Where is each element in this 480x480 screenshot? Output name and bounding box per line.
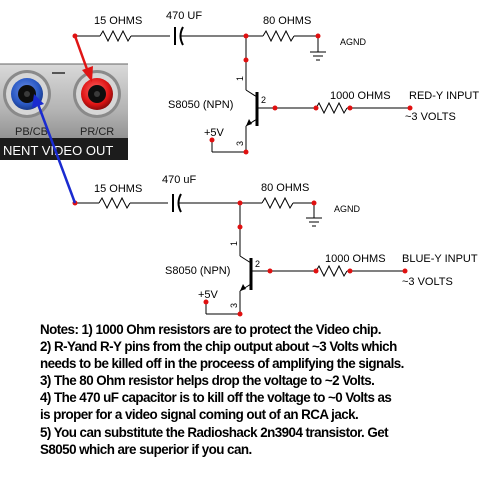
bottom-input-voltage: ~3 VOLTS xyxy=(402,276,453,288)
component-video-connector-panel: NENT VIDEO OUT PB/CB PR/CR xyxy=(0,63,128,160)
pb-cb-label: PB/CB xyxy=(15,126,48,138)
notes-block: Notes: 1) 1000 Ohm resistors are to prot… xyxy=(40,321,480,458)
notes-line: S8050 which are superior if you can. xyxy=(40,441,252,457)
bottom-input-label: BLUE-Y INPUT xyxy=(402,253,478,265)
circuit-schematic: 15 OHMS 470 UF 80 OHMS AGND 1000 OHMS S8… xyxy=(0,10,479,317)
notes-line: 5) You can substitute the Radioshack 2n3… xyxy=(40,424,389,440)
jack-connection-wires xyxy=(32,35,93,204)
bottom-pin3-label: 3 xyxy=(229,303,239,308)
notes-line: needs to be killed off in the proceess o… xyxy=(40,356,404,372)
pr-cr-jack xyxy=(73,70,121,118)
top-input-label: RED-Y INPUT xyxy=(409,90,479,102)
bottom-circuit: 15 OHMS 470 uF 80 OHMS AGND 1000 OHMS S8… xyxy=(72,174,478,317)
bottom-pin1-label: 1 xyxy=(229,241,239,246)
top-ground-label: AGND xyxy=(340,37,367,47)
top-resistor-out-label: 1000 OHMS xyxy=(330,90,391,102)
bottom-supply-label: +5V xyxy=(198,289,219,301)
bottom-resistor-drop-label: 80 OHMS xyxy=(261,182,309,194)
bottom-resistor-in-label: 15 OHMS xyxy=(94,183,142,195)
bottom-transistor-label: S8050 (NPN) xyxy=(165,265,230,277)
top-input-voltage: ~3 VOLTS xyxy=(405,111,456,123)
notes-line: 3) The 80 Ohm resistor helps drop the vo… xyxy=(40,373,375,389)
bottom-capacitor-label: 470 uF xyxy=(162,174,197,186)
notes-line: 2) R-Yand R-Y pins from the chip output … xyxy=(40,339,397,355)
bottom-resistor-out-label: 1000 OHMS xyxy=(325,253,386,265)
panel-label: NENT VIDEO OUT xyxy=(3,143,113,158)
notes-line: is proper for a video signal coming out … xyxy=(40,407,359,423)
notes-line: 4) The 470 uF capacitor is to kill off t… xyxy=(40,390,392,406)
top-transistor-label: S8050 (NPN) xyxy=(168,99,233,111)
top-resistor-drop-label: 80 OHMS xyxy=(263,15,311,27)
top-circuit: 15 OHMS 470 UF 80 OHMS AGND 1000 OHMS S8… xyxy=(72,10,479,155)
top-capacitor-label: 470 UF xyxy=(166,10,202,22)
top-pin3-label: 3 xyxy=(235,141,245,146)
top-pin2-label: 2 xyxy=(261,95,266,105)
notes-line: Notes: 1) 1000 Ohm resistors are to prot… xyxy=(40,322,381,337)
bottom-ground-label: AGND xyxy=(334,204,361,214)
top-pin1-label: 1 xyxy=(235,76,245,81)
bottom-pin2-label: 2 xyxy=(255,259,260,269)
top-supply-label: +5V xyxy=(204,127,225,139)
top-resistor-in-label: 15 OHMS xyxy=(94,15,142,27)
pb-cb-jack xyxy=(3,70,51,118)
pr-cr-label: PR/CR xyxy=(80,126,114,138)
